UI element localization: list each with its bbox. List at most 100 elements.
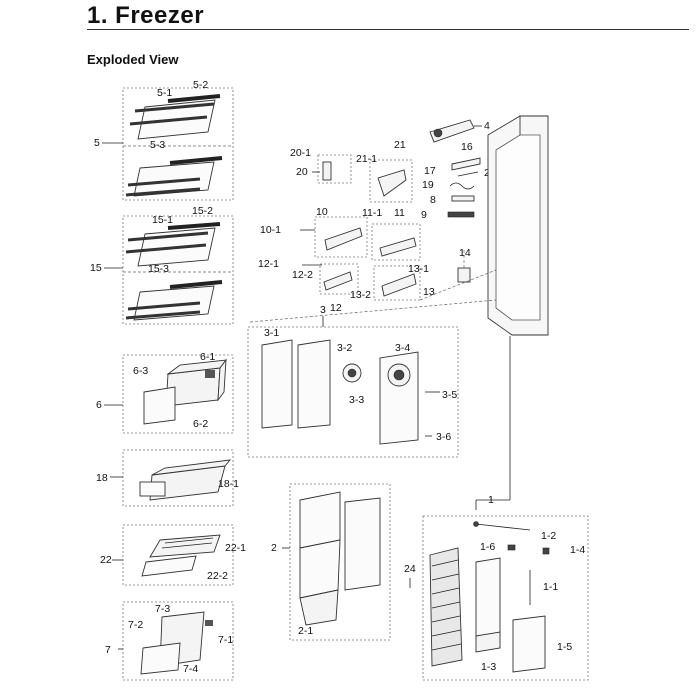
heater-tube-1-3: [475, 557, 501, 641]
callout-1-1: 1-1: [543, 581, 558, 593]
tray-group-22: [112, 524, 234, 586]
part-14: [457, 267, 471, 283]
callout-14: 14: [459, 247, 471, 259]
callout-15-1: 15-1: [152, 214, 173, 226]
part-13: [381, 273, 417, 297]
part-19: [449, 182, 475, 190]
part-9: [447, 211, 475, 218]
callout-22: 22: [100, 554, 112, 566]
part-group-11: [371, 223, 421, 261]
bracket-20: [322, 161, 332, 181]
title-underline: [87, 29, 689, 30]
callout-1-3: 1-3: [481, 661, 496, 673]
evaporator-coil: [429, 547, 463, 667]
callout-11: 11: [394, 207, 405, 219]
callout-9: 9: [421, 209, 427, 221]
cover-panel-middle: [297, 339, 331, 429]
callout-5-2: 5-2: [193, 79, 208, 91]
callout-21-1: 21-1: [356, 153, 377, 165]
page-title: 1. Freezer: [87, 2, 205, 29]
bin-group-18: [110, 449, 234, 507]
part-11: [379, 237, 417, 257]
part-10: [324, 227, 363, 251]
callout-7: 7: [105, 644, 111, 656]
callout-3-4: 3-4: [395, 342, 410, 354]
callout-3: 3: [320, 304, 326, 316]
callout-22-2: 22-2: [207, 570, 228, 582]
callout-5-1: 5-1: [157, 87, 172, 99]
callout-3-1: 3-1: [264, 327, 279, 339]
callout-6-1: 6-1: [200, 351, 215, 363]
rear-panel-upper: [299, 491, 341, 549]
cover-1-5: [512, 615, 546, 673]
callout-10-1: 10-1: [260, 224, 281, 236]
callout-20: 20: [296, 166, 308, 178]
part-17: [457, 171, 479, 177]
rear-panel-side: [344, 497, 381, 591]
callout-1: 1: [488, 494, 494, 506]
panel-group-2: [282, 483, 391, 641]
callout-8: 8: [430, 194, 436, 206]
cover-panel-3-1: [261, 339, 293, 429]
small-parts-right: [429, 119, 482, 283]
callout-19: 19: [422, 179, 434, 191]
cover-group-3: [247, 316, 459, 458]
part-8: [451, 195, 475, 202]
shelf-trim-upper-back: [134, 102, 215, 113]
callout-10: 10: [316, 206, 328, 218]
ice-bin-group-7: [118, 601, 234, 681]
callout-20-1: 20-1: [290, 147, 311, 159]
callout-16: 16: [461, 141, 473, 153]
callout-12: 12: [330, 302, 342, 314]
callout-15-2: 15-2: [192, 205, 213, 217]
part-16: [451, 157, 481, 171]
ice-bin-front: [140, 642, 181, 675]
shelf-group-15: [104, 215, 234, 325]
part-group-10: [300, 216, 368, 258]
callout-1-2: 1-2: [541, 530, 556, 542]
shelf-trim-upper-front: [129, 115, 208, 126]
part-4: [429, 119, 475, 143]
section-subtitle: Exploded View: [87, 52, 179, 67]
callout-6: 6: [96, 399, 102, 411]
callout-3-6: 3-6: [436, 431, 451, 443]
callout-12-2: 12-2: [292, 269, 313, 281]
part-group-13: [373, 265, 421, 301]
callout-5-3: 5-3: [150, 139, 165, 151]
callout-5: 5: [94, 137, 100, 149]
glass-shelf-lower: [133, 161, 215, 197]
callout-1-6: 1-6: [480, 541, 495, 553]
callout-7-3: 7-3: [155, 603, 170, 615]
callout-13-1: 13-1: [408, 263, 429, 275]
callout-17: 17: [424, 165, 436, 177]
part-group-12: [302, 263, 359, 295]
part-1-4: [542, 547, 550, 555]
callout-2: 2: [271, 542, 277, 554]
callout-6-2: 6-2: [193, 418, 208, 430]
callout-3-2: 3-2: [337, 342, 352, 354]
bracket-group-20: [312, 154, 352, 184]
callout-18-1: 18-1: [218, 478, 239, 490]
bracket-21: [377, 169, 407, 197]
callout-3-5: 3-5: [442, 389, 457, 401]
callout-1-4: 1-4: [570, 544, 585, 556]
callout-11-1: 11-1: [362, 207, 382, 219]
evaporator-group-1: [422, 515, 589, 681]
tray-front: [141, 555, 197, 577]
drawer-front: [143, 386, 176, 425]
drawer-group-6: [104, 354, 234, 434]
freezer-cabinet: [249, 115, 549, 510]
part-1-2: [475, 523, 531, 531]
callout-22-1: 22-1: [225, 542, 246, 554]
callout-21: 21: [394, 139, 406, 151]
part-1-6: [507, 544, 516, 551]
callout-18: 18: [96, 472, 108, 484]
callout-7-2: 7-2: [128, 619, 143, 631]
callout-7-4: 7-4: [183, 663, 198, 675]
shelf-group-5: [102, 87, 234, 201]
callout-6-3: 6-3: [133, 365, 148, 377]
callout-12-1: 12-1: [258, 258, 279, 270]
panel-bottom-duct: [299, 589, 339, 626]
callout-2-1: 2-1: [298, 625, 313, 637]
callout-15-3: 15-3: [148, 263, 169, 275]
